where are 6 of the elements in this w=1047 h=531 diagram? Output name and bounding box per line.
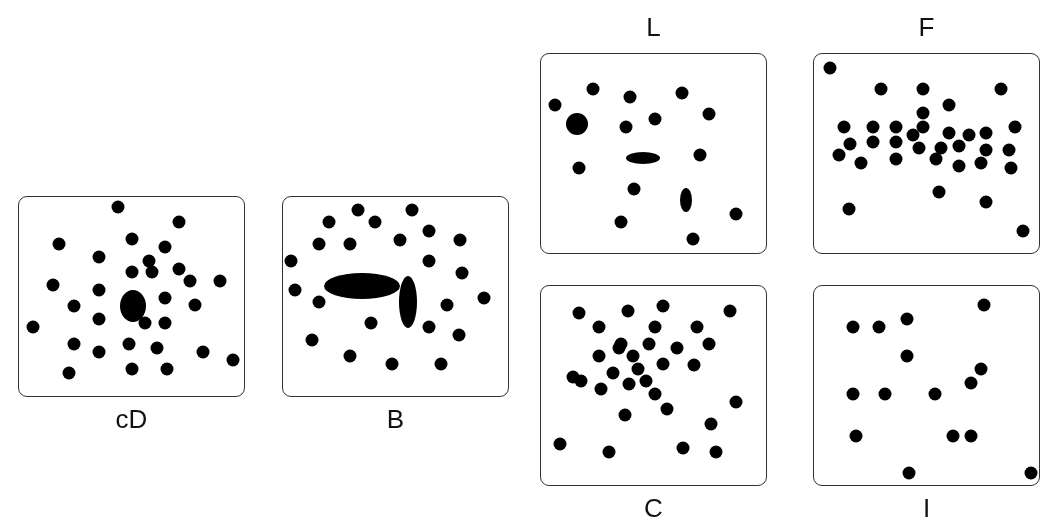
panel-label: L <box>646 13 661 41</box>
panel-label: C <box>644 494 663 522</box>
panel-label: cD <box>115 405 148 433</box>
panel-label: F <box>918 13 935 41</box>
panel-label: B <box>386 405 405 433</box>
panel-label: I <box>922 494 931 522</box>
